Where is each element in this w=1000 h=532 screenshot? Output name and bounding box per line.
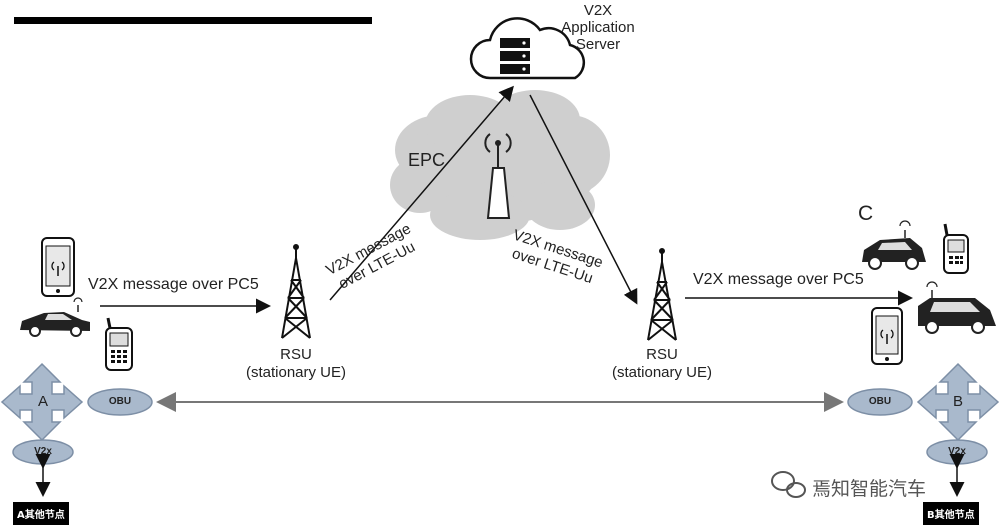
handheld-right-icon [943, 223, 969, 274]
rsu-right-label-line1: RSU [646, 346, 678, 363]
smartphone-left-icon [41, 237, 75, 297]
rsu-left-tower-icon [281, 244, 311, 339]
node-a-label: A [37, 393, 48, 410]
epc-label: EPC [408, 150, 446, 170]
server-label-line3: Server [575, 36, 621, 53]
watermark-text: 焉知智能汽车 [812, 478, 927, 500]
van-right-icon [918, 281, 996, 334]
rsu-left-label: RSU (stationary UE) [226, 346, 366, 382]
node-b-label: B [952, 393, 963, 410]
epc-antenna-icon [484, 133, 512, 219]
car-left-icon [20, 297, 90, 337]
car-c-icon [862, 220, 926, 270]
server-label-line1: V2X [583, 2, 613, 19]
obu-right-label: OBU [868, 396, 892, 407]
obu-left-label: OBU [108, 396, 132, 407]
rsu-right-tower-icon [647, 248, 677, 341]
server-label-line2: Application [561, 19, 635, 36]
v2x-right-label: V2x [948, 446, 966, 457]
v2x-left-label: V2x [34, 446, 52, 457]
rsu-left-label-line2: (stationary UE) [245, 364, 347, 381]
obu-right-ellipse [847, 388, 913, 416]
obu-left-ellipse [87, 388, 153, 416]
server-cloud-icon [469, 17, 586, 80]
header-bar [14, 17, 372, 24]
smartphone-right-icon [871, 307, 903, 365]
rsu-right-label-line2: (stationary UE) [611, 364, 713, 381]
downlink-arrow [529, 94, 638, 305]
pc5-left-label: V2X message over PC5 [88, 276, 259, 293]
server-label: V2X Application Server [548, 2, 648, 53]
handheld-left-icon [105, 317, 133, 371]
vehicle-c-label: C [858, 202, 874, 225]
other-nodes-b-box: B其他节点 [923, 502, 979, 525]
rsu-right-label: RSU (stationary UE) [592, 346, 732, 382]
uplink-arrow [329, 85, 514, 301]
pc5-right-label: V2X message over PC5 [693, 271, 864, 288]
wechat-icon [771, 471, 806, 498]
rsu-left-label-line1: RSU [280, 346, 312, 363]
other-nodes-a-box: A其他节点 [13, 502, 69, 525]
